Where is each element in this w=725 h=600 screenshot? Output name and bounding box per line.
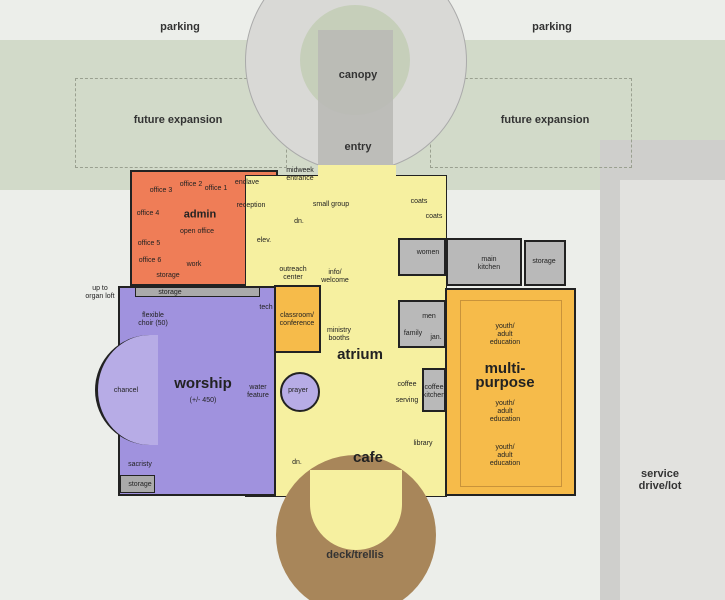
office-3-label: office 3 (149, 187, 173, 194)
coffee-label: coffee (397, 381, 417, 388)
coffee-kitchen-label: coffee kitchen (422, 384, 446, 399)
classroom-label: classroom/ conference (279, 312, 315, 327)
outreach-label: outreach center (279, 266, 307, 281)
work-label: work (186, 261, 202, 268)
court-lines (460, 300, 562, 487)
future-expansion-left-label: future expansion (133, 114, 223, 126)
entry-vestibule (318, 165, 396, 179)
office-2-label: office 2 (179, 181, 203, 188)
men-label: men (422, 313, 436, 320)
coats-label: coats (410, 198, 428, 205)
enclave-label: enclave (234, 179, 260, 186)
entry-label: entry (344, 141, 372, 153)
main-kitchen-room (446, 238, 522, 286)
youth-education-label-1: youth/ adult education (489, 323, 521, 346)
tech-label: tech (259, 304, 273, 311)
water-feature-label: water feature (247, 384, 269, 399)
worship-capacity: (+/- 450) (189, 397, 217, 404)
canopy-label: canopy (338, 69, 378, 81)
open-office-label: open office (179, 228, 215, 235)
service-storage-label: storage (532, 258, 556, 265)
chancel-label: chancel (113, 387, 139, 394)
cafe-bay (310, 470, 402, 550)
parking-left-label: parking (160, 21, 200, 33)
office-6-label: office 6 (138, 257, 162, 264)
upper-storage-room (135, 287, 260, 297)
janitor-label: jan. (430, 334, 442, 341)
small-group-label: small group (312, 201, 350, 208)
stair-down-label-2: dn. (292, 459, 302, 466)
prayer-label: prayer (288, 387, 308, 394)
office-5-label: office 5 (137, 240, 161, 247)
parking-right-label: parking (532, 21, 572, 33)
library-label: library (413, 440, 433, 447)
service-lot (620, 180, 725, 600)
worship-storage-room (120, 475, 155, 493)
atrium-title: atrium (337, 346, 383, 363)
multipurpose-area (445, 288, 576, 496)
sacristy-label: sacristy (128, 461, 152, 468)
men-restroom (398, 300, 446, 348)
elevator-label: elev. (256, 237, 272, 244)
office-4-label: office 4 (136, 210, 160, 217)
ministry-booths-label: ministry booths (326, 327, 352, 342)
youth-education-label-2: youth/ adult education (489, 400, 521, 423)
kitchen-label: main kitchen (477, 256, 501, 271)
service-label: service drive/lot (638, 468, 682, 492)
worship-title: worship (174, 375, 232, 392)
choir-label: flexible choir (50) (138, 312, 168, 327)
storage-room (524, 240, 566, 286)
youth-education-label-3: youth/ adult education (489, 444, 521, 467)
family-label: family (403, 330, 423, 337)
admin-storage-label: storage (156, 272, 180, 279)
coats-label-2: coats (425, 213, 443, 220)
admin-title: admin (183, 208, 217, 221)
serving-label: serving (395, 397, 419, 404)
worship-storage-label: storage (128, 481, 152, 488)
classroom-room (274, 285, 321, 353)
midweek-label: midweek entrance (286, 167, 314, 182)
organ-loft-label: up to organ loft (85, 285, 115, 300)
prayer-room (280, 372, 320, 412)
reception-label: reception (236, 202, 266, 209)
office-1-label: office 1 (204, 185, 228, 192)
storage-label: storage (158, 289, 182, 296)
women-restroom (398, 238, 446, 276)
info-welcome-label: info/ welcome (321, 269, 349, 284)
cafe-title: cafe (352, 449, 384, 466)
deck-label: deck/trellis (326, 549, 384, 561)
women-label: women (416, 249, 440, 256)
stair-down-label: dn. (294, 218, 304, 225)
future-expansion-right-label: future expansion (500, 114, 590, 126)
canopy-structure (318, 30, 393, 175)
multipurpose-title: multi- purpose (475, 360, 535, 391)
